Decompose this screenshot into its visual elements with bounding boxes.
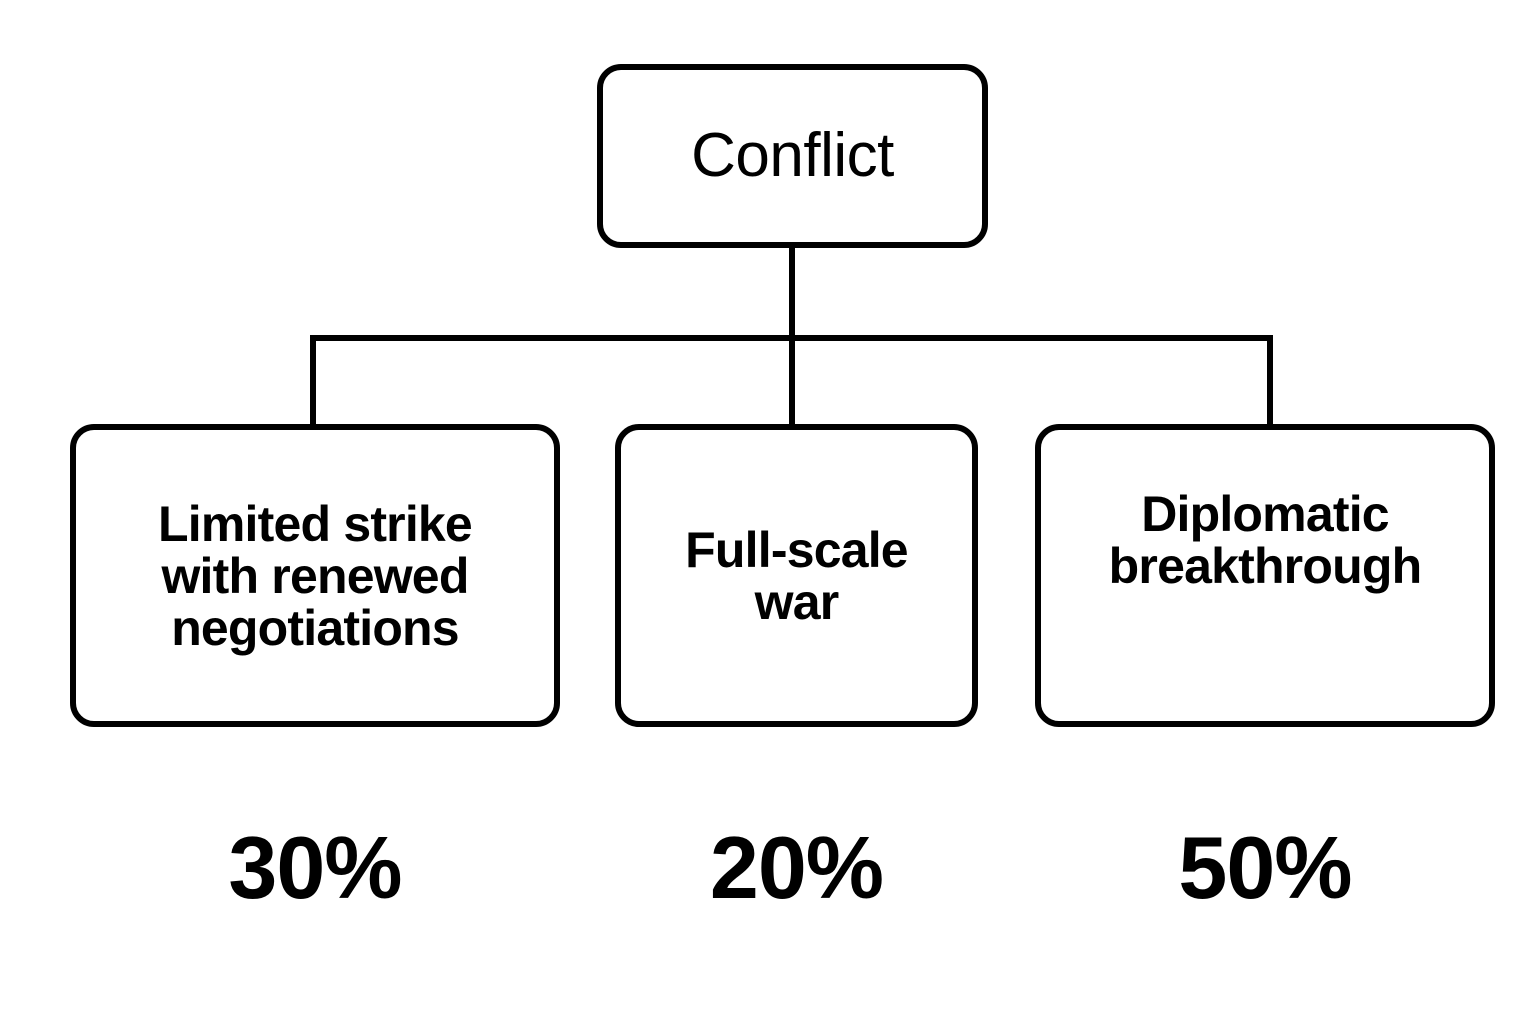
node-diplomatic-breakthrough[interactable]: Diplomatic breakthrough bbox=[1035, 424, 1495, 727]
node-limited-strike-label: Limited strike with renewed negotiations bbox=[158, 495, 473, 656]
node-full-scale-war[interactable]: Full-scale war bbox=[615, 424, 978, 727]
probability-label-full-scale-war: 20% bbox=[709, 818, 884, 917]
node-root[interactable]: Conflict bbox=[597, 64, 988, 248]
probability-label-limited-strike: 30% bbox=[228, 818, 402, 917]
probability-label-diplomatic-breakthrough: 50% bbox=[1178, 818, 1352, 917]
node-root-label: Conflict bbox=[691, 121, 894, 190]
node-full-scale-war-label: Full-scale war bbox=[685, 521, 908, 630]
node-diplomatic-breakthrough-label: Diplomatic breakthrough bbox=[1108, 486, 1422, 594]
node-limited-strike[interactable]: Limited strike with renewed negotiations bbox=[70, 424, 560, 727]
